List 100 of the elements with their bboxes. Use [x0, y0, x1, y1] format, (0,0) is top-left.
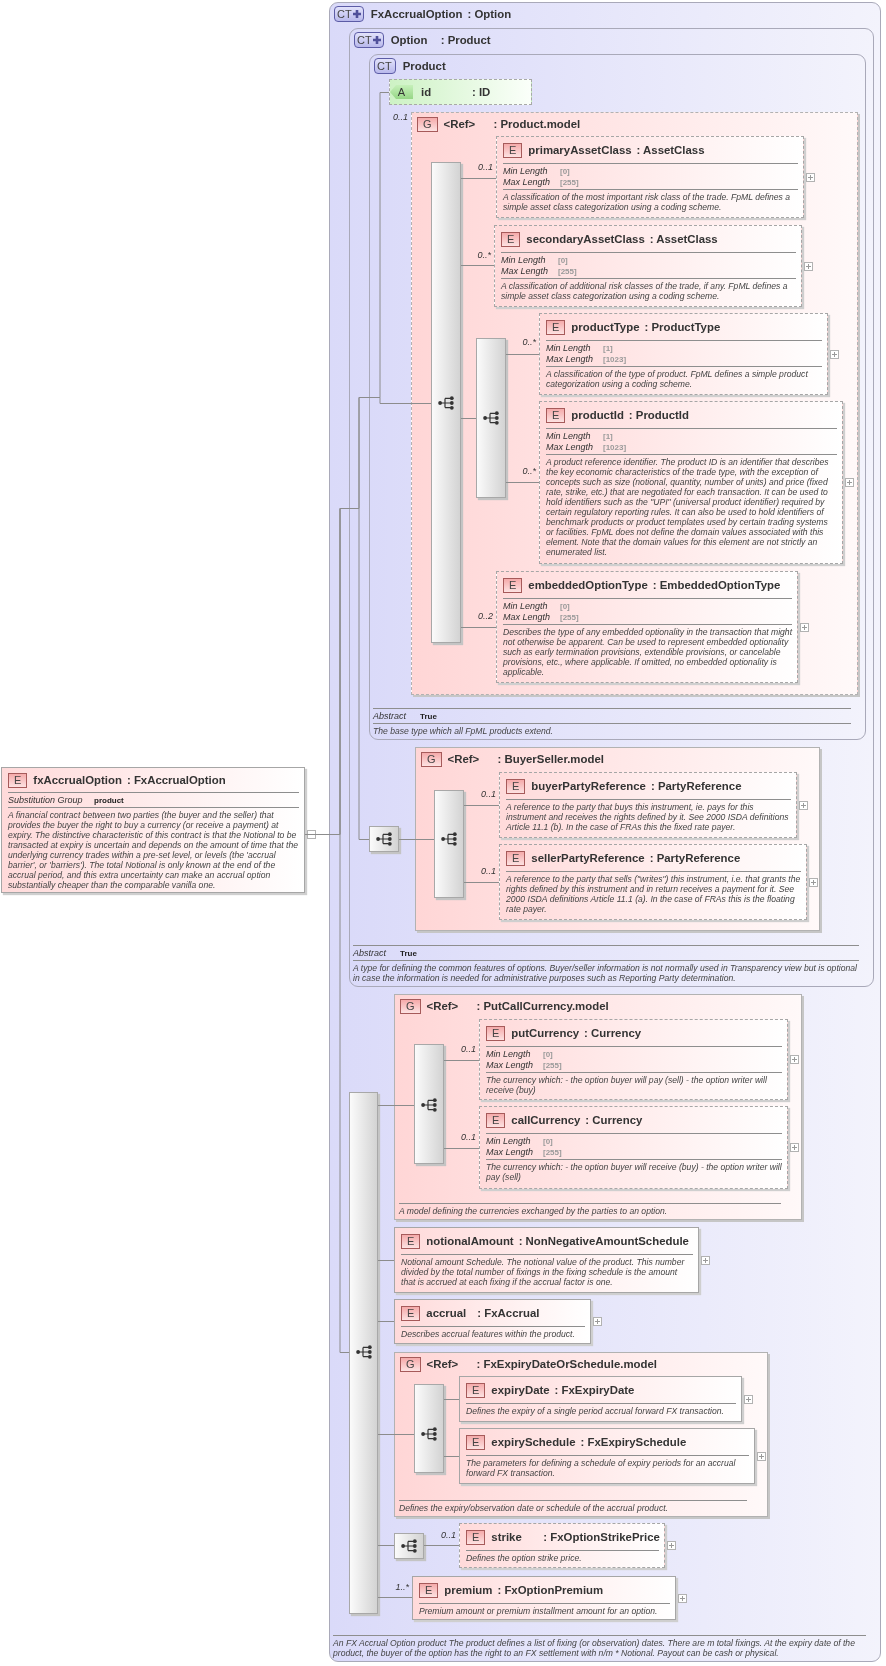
group-name: : PutCallCurrency.model — [476, 1000, 609, 1013]
element-card — [459, 1428, 755, 1484]
element-name: buyerPartyReference — [531, 779, 646, 793]
element-card — [496, 136, 804, 218]
element-badge: E — [506, 778, 526, 794]
property-value: [255] — [560, 613, 579, 623]
description: An FX Accrual Option product The product defines a list of fixing (or observation) dates. There are m total fixings. At the expiry date of the product, the buyer of the option has the right to an FX settlement with n/m * Notional. Payout can be cash or physical. — [333, 1638, 856, 1658]
connector-line — [460, 265, 495, 266]
element-type: : Currency — [584, 1026, 642, 1040]
property-value: True — [400, 949, 417, 959]
element-card — [494, 225, 802, 307]
property-value: [1023] — [603, 443, 627, 453]
element-badge: E — [503, 142, 523, 158]
attribute-type: : ID — [472, 85, 491, 99]
property-label: Max Length — [503, 612, 552, 622]
type-code: CT — [337, 7, 352, 21]
element-name: embeddedOptionType — [528, 578, 648, 592]
connector-line — [443, 1060, 480, 1061]
element-name: sellerPartyReference — [531, 851, 645, 865]
group-name: : Product.model — [493, 118, 581, 131]
compositor-box — [369, 826, 399, 852]
element-type: : AssetClass — [636, 143, 705, 157]
element-badge: E — [401, 1233, 421, 1249]
element-name: primaryAssetClass — [528, 143, 632, 157]
connector-line — [377, 1597, 413, 1598]
property-value: [1] — [603, 344, 613, 354]
type-code: CT — [357, 33, 372, 47]
element-type: : FxExpiryDate — [554, 1383, 635, 1397]
connector-line — [460, 178, 497, 179]
description: A product reference identifier. The product ID is an identifier that describes the key economic characteristics of the trade type, with the exception of concepts such as size (notional, quantity, number of units) and price (fixed rate, strike, etc.) that are negotiated for each transaction. It can be used to hold identifiers such as the "UPI" (universal product identifier) required by certain regulatory reporting rules. It can also be used to hold identifiers of benchmark products or product templates used by certain trading systems or facilities. FpML does not define the domain values associated with this element. Note that the domain values for this element are not strictly an enumerated list. — [546, 457, 830, 557]
group-name: : BuyerSeller.model — [497, 753, 604, 766]
element-card — [499, 844, 807, 920]
group-panel — [415, 747, 820, 931]
compositor-bar — [414, 1384, 444, 1473]
description: Defines the option strike price. — [466, 1553, 583, 1563]
element-badge: E — [501, 231, 521, 247]
element-card — [499, 772, 797, 838]
description: Notional amount Schedule. The notional value of the product. This number divided by the total number of fixings in the fixing schedule is the amount that is accrued at each fixing if the accrual factor is one. — [401, 1257, 686, 1287]
description: A classification of additional risk classes of the trade, if any. FpML defines a simple asset class categorization using a coding scheme. — [501, 281, 789, 301]
cardinality: 0..1 — [478, 162, 493, 172]
type-name: Option — [390, 33, 429, 47]
property-value: product — [94, 796, 124, 806]
property-value: [255] — [543, 1061, 562, 1071]
connector-line — [377, 1105, 415, 1106]
attribute-card — [389, 79, 532, 105]
element-type: : NonNegativeAmountSchedule — [518, 1234, 689, 1248]
description: Describes accrual features within the product. — [401, 1329, 576, 1339]
property-value: [0] — [560, 602, 570, 612]
connector-line — [460, 418, 477, 419]
property-value: [0] — [560, 167, 570, 177]
property-value: [0] — [558, 256, 568, 266]
complex-type-panel — [349, 28, 874, 987]
type-name: FxAccrualOption — [370, 7, 463, 21]
element-card — [479, 1019, 788, 1100]
element-card — [479, 1106, 788, 1189]
reference-label: <Ref> — [426, 1358, 460, 1371]
element-name: secondaryAssetClass — [526, 232, 645, 246]
base-type: : Product — [440, 33, 491, 47]
element-type: : ProductType — [644, 320, 721, 334]
description: A model defining the currencies exchanged by the parties to an option. — [399, 1206, 669, 1216]
element-badge: E — [8, 772, 28, 788]
description: The currency which: - the option buyer will pay (sell) - the option writer will receive (buy) — [486, 1075, 768, 1095]
property-label: Abstract — [373, 711, 407, 721]
property-value: True — [420, 712, 437, 722]
property-label: Max Length — [486, 1147, 535, 1157]
type-name: Product — [402, 59, 446, 73]
reference-label: <Ref> — [447, 753, 481, 766]
property-label: Min Length — [546, 431, 592, 441]
group-panel — [411, 112, 858, 695]
element-badge: E — [466, 1382, 486, 1398]
description: A type for defining the common features of options. Buyer/seller information is not normally used in Transparency view but is optional in case the information is needed for administrative purposes such as Reporting Party determination. — [353, 963, 858, 983]
group-badge: G — [400, 999, 421, 1014]
compositor-bar — [349, 1092, 378, 1614]
description: Describes the type of any embedded optionality in the transaction that might not otherwise be apparent. Can be used to represent embedded optionality such as early termination provisions, extendible provisions, or cancelable provisions, etc., where applicable. If omitted, no embedded optionality is applicable. — [503, 627, 792, 677]
connector-line — [398, 839, 435, 840]
description: Defines the expiry/observation date or schedule of the accrual product. — [399, 1503, 669, 1513]
connector-line — [443, 1456, 460, 1457]
property-value: [0] — [543, 1137, 553, 1147]
description: Defines the expiry of a single period accrual forward FX transaction. — [466, 1406, 725, 1416]
cardinality: 0..1 — [441, 1530, 456, 1540]
cardinality: 0..1 — [481, 789, 496, 799]
element-card — [496, 571, 798, 683]
element-badge: E — [546, 407, 566, 423]
connector-line — [377, 1260, 395, 1261]
description: A classification of the most important risk class of the trade. FpML defines a simple asset class categorization using a coding scheme. — [503, 192, 792, 212]
element-name: fxAccrualOption — [33, 773, 122, 787]
element-type: : ProductId — [628, 408, 689, 422]
element-card — [459, 1523, 665, 1568]
element-badge: E — [401, 1305, 421, 1321]
complex-type-panel — [329, 2, 881, 1662]
element-badge: E — [503, 577, 523, 593]
element-type: : FxOptionStrikePrice — [543, 1530, 660, 1544]
property-label: Min Length — [503, 601, 549, 611]
element-type: : FxExpirySchedule — [580, 1435, 687, 1449]
reference-label: <Ref> — [426, 1000, 460, 1013]
base-type: : Option — [467, 7, 512, 21]
property-value: [255] — [558, 267, 577, 277]
property-value: [255] — [560, 178, 579, 188]
group-badge: G — [421, 752, 442, 767]
group-panel — [394, 1352, 768, 1517]
